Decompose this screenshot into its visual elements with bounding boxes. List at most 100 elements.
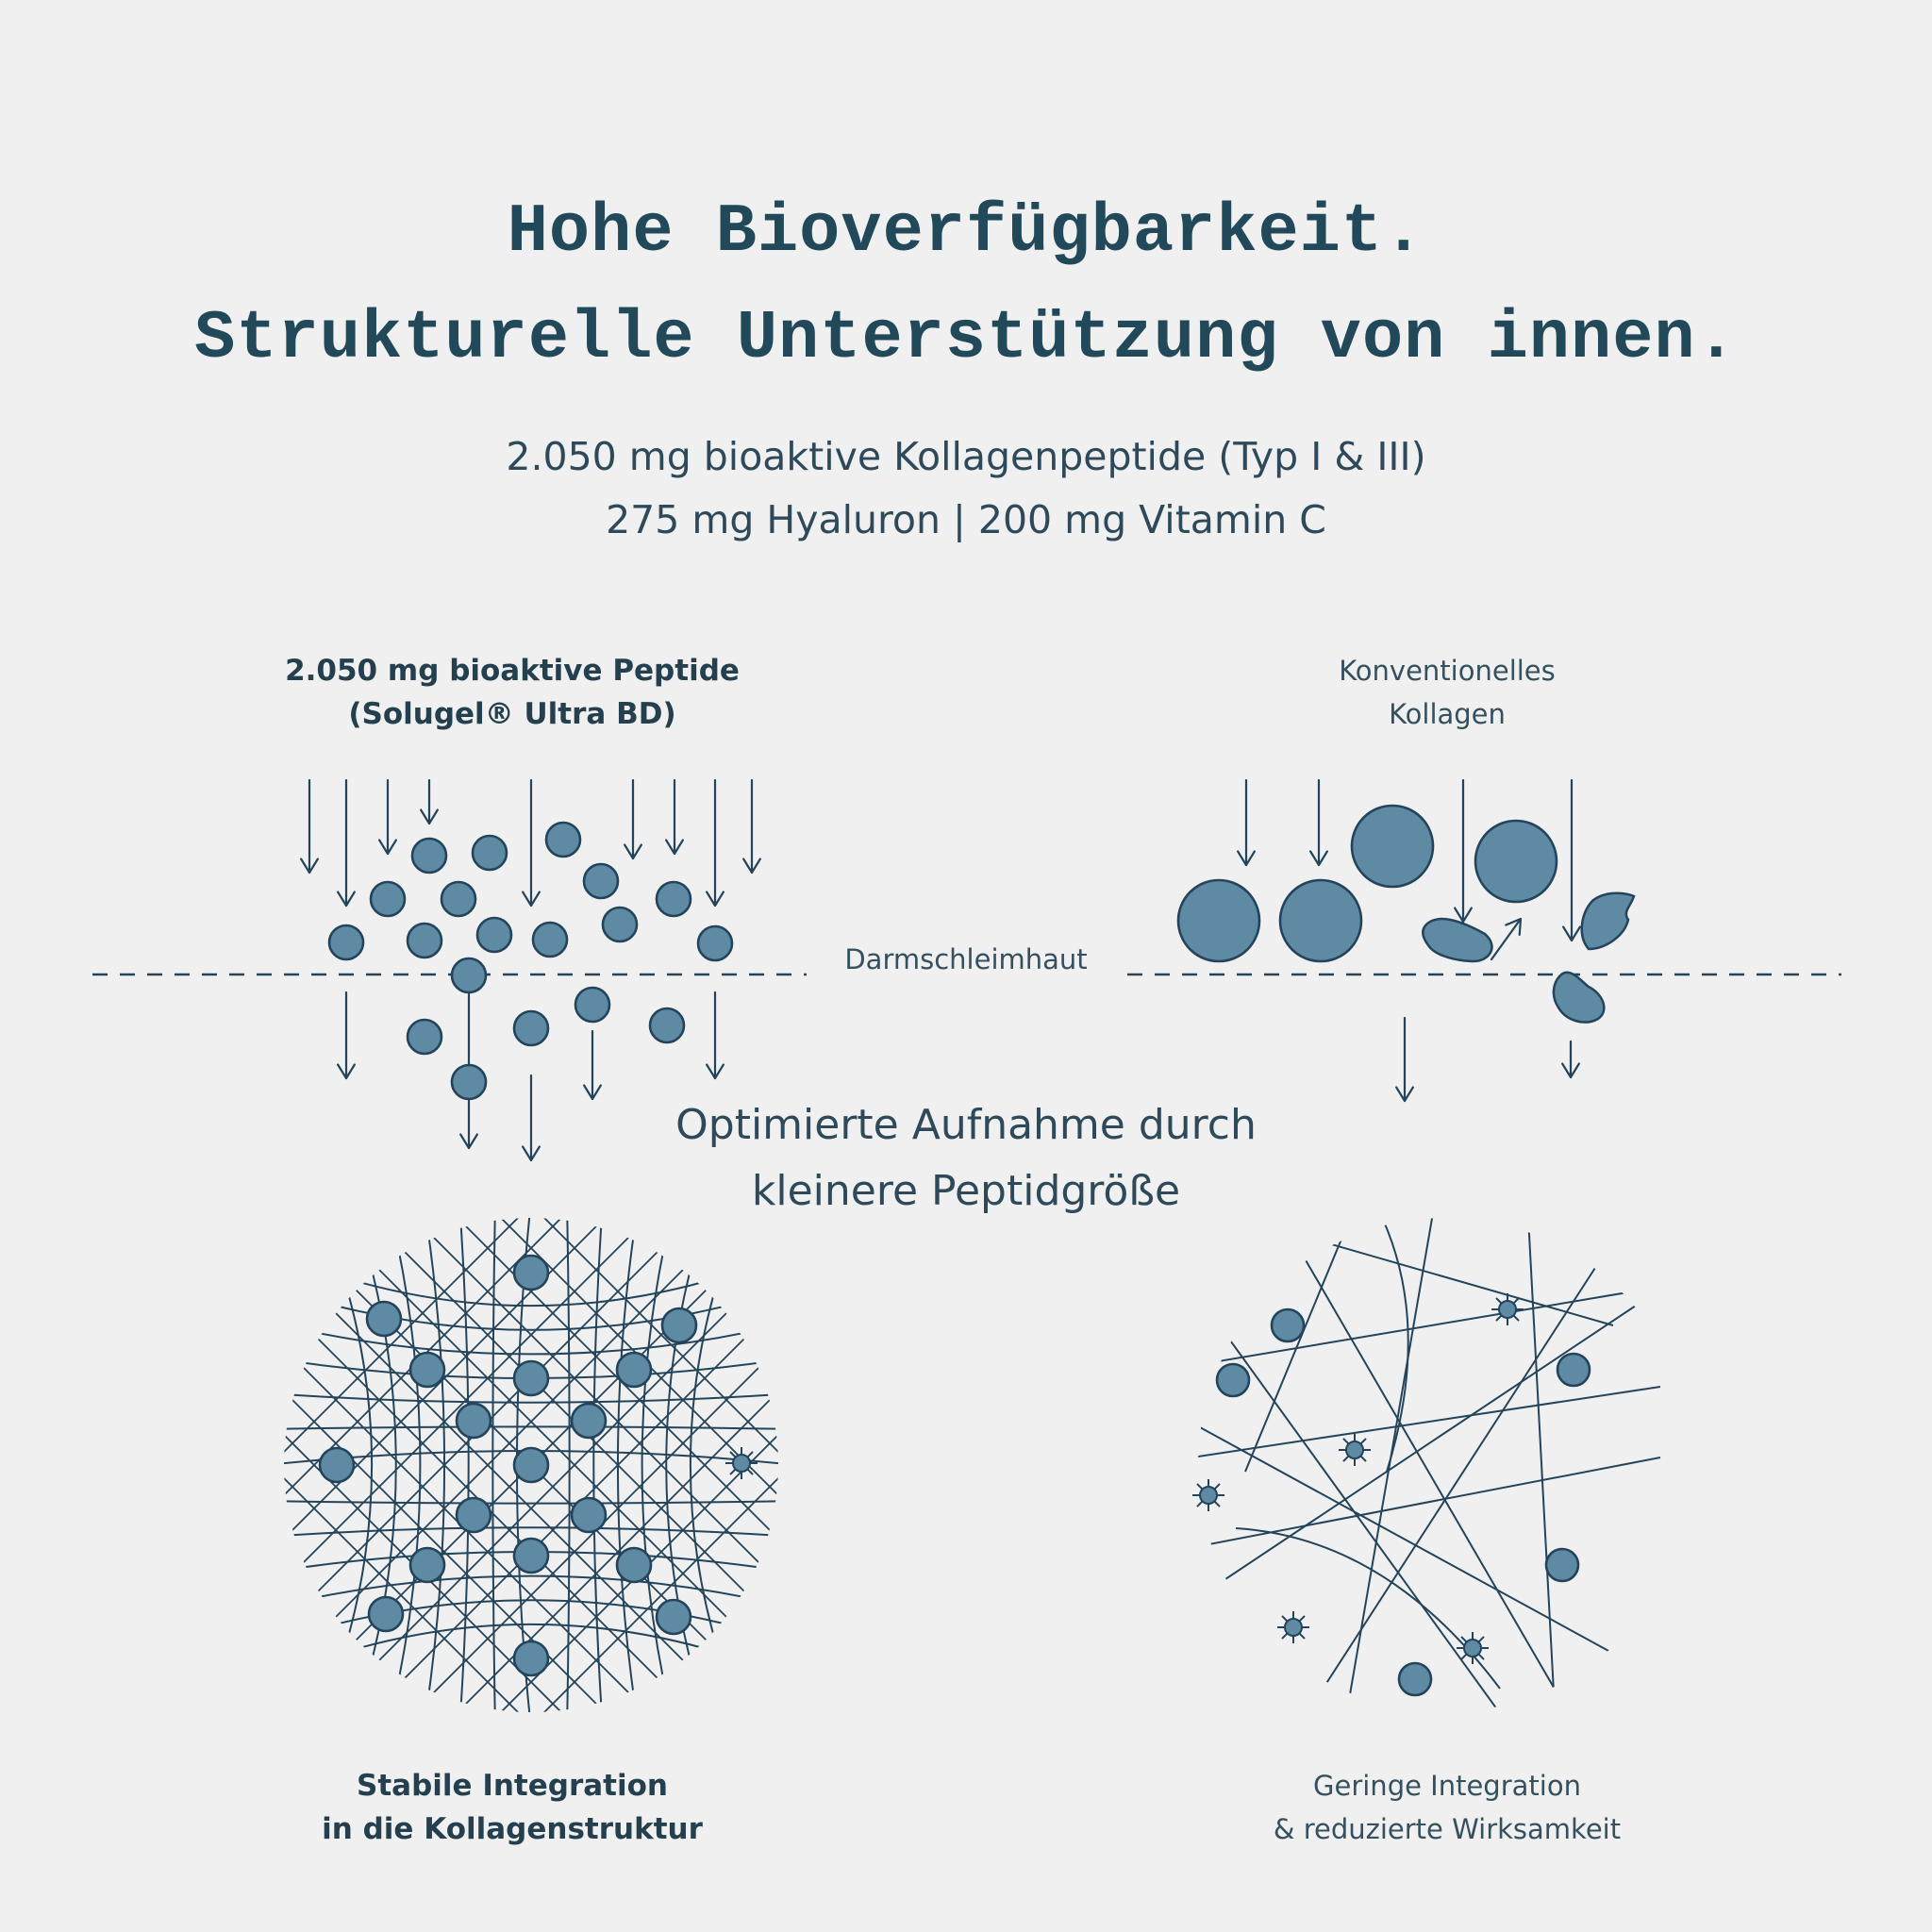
arrow-head (1395, 1086, 1414, 1103)
collagen-fragment (1580, 891, 1636, 951)
arrow-icon (522, 778, 541, 908)
headline-line-1: Hohe Bioverfügbarkeit. (507, 193, 1425, 271)
left-panel-caption-line-2: in die Kollagenstruktur (322, 1812, 703, 1846)
arrow-icon (522, 1074, 541, 1162)
collagen-fiber (343, 1218, 778, 1712)
collagen-fiber (1235, 1527, 1501, 1690)
peptide-particle (660, 1307, 698, 1344)
arrow-icon (420, 778, 439, 825)
molecule-core (1498, 1300, 1517, 1319)
collagen-fiber (1198, 1405, 1661, 1680)
headline-line-2: Strukturelle Unterstützung von innen. (194, 300, 1738, 377)
collagen-fiber (284, 1218, 589, 1712)
peptide-particle (450, 1063, 488, 1101)
arrow-icon (706, 778, 724, 908)
collagen-fiber (284, 1218, 719, 1712)
arrow-icon (665, 778, 684, 856)
arrow-head (583, 1084, 602, 1101)
peptide-particle (1397, 1661, 1433, 1697)
collagen-fiber (1291, 1254, 1605, 1712)
free-molecule-icon (1491, 1293, 1524, 1325)
arrow-head (665, 839, 684, 856)
right-panel-title-line-1: Konventionelles (1339, 655, 1556, 687)
peptide-particle (1544, 1547, 1580, 1583)
peptide-particle (475, 916, 513, 954)
peptide-particle (570, 1496, 608, 1534)
arrow-head (522, 1145, 541, 1162)
collagen-fiber (1198, 1386, 1661, 1463)
peptide-particle (1270, 1307, 1306, 1343)
peptide-particle (365, 1300, 403, 1338)
arrow-icon (337, 991, 356, 1080)
molecule-core (732, 1454, 751, 1473)
collagen-fiber (387, 1218, 422, 1712)
peptide-particle (471, 834, 508, 872)
peptide-particle (512, 1359, 550, 1397)
collagen-fiber (284, 1218, 545, 1712)
arrow-head (1309, 850, 1328, 867)
peptide-particle (512, 1640, 550, 1677)
left-absorption-group (300, 778, 761, 1162)
collagen-fiber (592, 1218, 604, 1712)
collagen-fiber (491, 1218, 496, 1712)
free-molecule-icon (1339, 1434, 1371, 1466)
peptide-particle (544, 821, 582, 858)
molecule-core (1463, 1639, 1482, 1657)
arrow-head (420, 808, 439, 825)
arrow-head (742, 858, 761, 874)
arrow-icon (1561, 1040, 1580, 1079)
right-panel-caption-line-2: & reduzierte Wirksamkeit (1273, 1813, 1622, 1845)
arrow-head (459, 1133, 478, 1150)
arrow-head (522, 891, 541, 908)
peptide-particle (655, 1598, 692, 1636)
center-text-line-1: Optimierte Aufnahme durch (675, 1101, 1257, 1149)
arrow-head (1454, 907, 1473, 924)
subheadline-line-1: 2.050 mg bioaktive Kollagenpeptide (Typ … (506, 434, 1426, 479)
collagen-fiber (387, 1218, 778, 1712)
peptide-particle (615, 1351, 653, 1389)
collagen-fiber (284, 1574, 778, 1609)
peptide-particle (408, 1351, 446, 1389)
arrow-icon (378, 778, 397, 856)
collagen-fiber (566, 1218, 571, 1712)
right-absorption-group (1176, 778, 1636, 1103)
collagen-fiber (284, 1218, 675, 1712)
arrow-head (337, 891, 356, 908)
arrow-head (1562, 925, 1581, 942)
peptide-particle (512, 1446, 550, 1484)
peptide-particle (531, 921, 569, 958)
peptide-particle (410, 837, 448, 874)
peptide-particle (696, 924, 734, 962)
peptide-particle (369, 880, 407, 918)
left-panel-caption: Stabile Integration in die Kollagenstruk… (229, 1764, 795, 1851)
peptide-particle (512, 1254, 550, 1291)
right-loose-particles (1192, 1293, 1591, 1697)
peptide-particle (406, 1018, 443, 1056)
collagen-particle (1278, 878, 1363, 963)
collagen-fiber (1198, 1282, 1510, 1712)
collagen-fiber (284, 1526, 778, 1538)
collagen-fiber (1198, 1457, 1661, 1553)
right-panel-caption: Geringe Integration & reduzierte Wirksam… (1164, 1764, 1730, 1851)
peptide-particle (512, 1009, 550, 1047)
right-collagen-network (1198, 1218, 1661, 1712)
molecule-core (1345, 1441, 1364, 1459)
collagen-fiber (1527, 1218, 1557, 1712)
collagen-fiber (517, 1218, 778, 1712)
free-molecule-icon (725, 1447, 758, 1479)
collagen-fiber (1216, 1301, 1642, 1586)
peptide-particle (601, 906, 639, 943)
collagen-particle (1176, 878, 1261, 963)
molecule-core (1284, 1618, 1303, 1637)
peptide-particle (408, 1546, 446, 1584)
peptide-particle (570, 1402, 608, 1440)
collagen-fiber (1339, 1218, 1435, 1712)
peptide-particle (582, 862, 620, 900)
collagen-fiber (1376, 1218, 1409, 1473)
collagen-fiber (284, 1392, 778, 1404)
collagen-fiber (1198, 1287, 1657, 1369)
peptide-particle (327, 924, 365, 961)
arrow-icon (583, 1029, 602, 1101)
arrow-shaft (1490, 917, 1523, 961)
collagen-particle (1474, 819, 1558, 904)
